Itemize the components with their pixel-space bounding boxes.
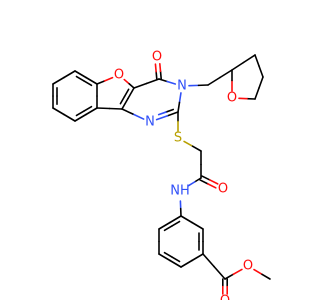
bond-20-maina (258, 76, 264, 89)
bond-17-maina (207, 76, 221, 86)
bond-31-innerb (171, 256, 181, 263)
bond-29-innerb (163, 225, 173, 232)
bond-12-mainb (166, 80, 177, 85)
bond-14-maina (166, 111, 179, 117)
bond-18-mainb (242, 54, 256, 64)
bond-20-mainb (254, 87, 260, 100)
bond-38-maina (253, 268, 263, 276)
oxolane-oxygen-label: O (227, 91, 237, 106)
bond-7-mainb (128, 82, 135, 89)
bond-29-mainb (158, 221, 171, 230)
bond-15-maina (132, 113, 145, 120)
bond-13-mainb (177, 101, 181, 113)
ring-nitrogen-n1-label: N (145, 115, 155, 130)
ester-carbonyl-oxygen-label: O (220, 294, 230, 300)
bond-26-lb (207, 183, 217, 189)
bond-34-mainb (180, 215, 193, 224)
bond-1-mainb (63, 113, 76, 122)
bond-26-la (199, 179, 209, 185)
bond-37-mainb (232, 268, 243, 276)
bond-8-innera (123, 88, 130, 98)
bond-9-maina (108, 107, 123, 110)
bond-2-innera (75, 110, 85, 117)
bond-26-ra (201, 175, 211, 181)
ester-ether-oxygen-label: O (243, 259, 253, 274)
bond-9-mainb (96, 107, 111, 110)
bond-38-mainb (261, 273, 271, 280)
bond-11-la (159, 70, 162, 80)
bond-4-innerb (75, 75, 85, 82)
bond-27-maina (193, 177, 202, 183)
bond-31-mainb (169, 259, 182, 268)
atom-label-layer: OONNOSONHOO (114, 50, 253, 300)
bond-34-maina (191, 221, 204, 230)
bond-11-ra (155, 70, 158, 80)
bond-26-rb (209, 179, 219, 185)
bond-32-mainb (191, 253, 204, 262)
bond-24-mainb (191, 145, 202, 152)
bond-19-maina (254, 54, 260, 67)
bond-19-mainb (258, 65, 264, 78)
chemical-structure-diagram: OONNOSONHOO (52, 50, 271, 300)
bond-13-maina (178, 92, 182, 104)
bond-11-lb (159, 62, 162, 73)
bond-8-innerb (119, 95, 126, 105)
bond-12-maina (158, 78, 168, 83)
bond-4-mainb (74, 70, 87, 79)
bond-4-innera (83, 80, 93, 87)
bond-5-mainb (52, 76, 65, 85)
bond-1-maina (52, 107, 65, 116)
bond-29-innera (171, 220, 181, 227)
bond-6-maina (96, 80, 106, 85)
bond-24-maina (183, 140, 194, 148)
amide-oxygen-label: O (218, 182, 228, 197)
bond-15-mainb (121, 108, 134, 115)
bond-31-innera (163, 251, 173, 258)
bond-14-innerb (157, 111, 167, 116)
bond-14-innera (165, 108, 175, 113)
sulfur-label: S (174, 131, 182, 146)
bond-layer (52, 54, 271, 295)
bond-35-mainb (213, 265, 226, 280)
bond-27-mainb (187, 181, 196, 187)
ring-nitrogen-n3-label: N (177, 79, 187, 94)
bond-4-maina (85, 76, 98, 85)
bond-5-maina (63, 70, 76, 79)
carbonyl-oxygen-label: O (152, 50, 162, 65)
bond-18-maina (231, 61, 245, 71)
bond-35-maina (202, 253, 215, 268)
bond-31-maina (158, 253, 171, 262)
bond-11-rb (154, 63, 157, 73)
amide-nh-label: NH (170, 184, 190, 199)
bond-10-maina (133, 82, 148, 89)
bond-37-maina (224, 273, 235, 280)
bond-8-maina (127, 87, 135, 100)
bond-32-maina (180, 259, 193, 268)
bond-17-mainb (219, 69, 233, 79)
bond-7-maina (123, 78, 130, 85)
bond-2-mainb (85, 107, 98, 116)
bond-2-maina (74, 113, 87, 122)
bond-8-mainb (121, 97, 129, 110)
bond-6-mainb (103, 76, 114, 82)
bond-2-innerb (83, 105, 93, 112)
bond-29-maina (169, 215, 182, 224)
furan-oxygen-label: O (114, 68, 124, 83)
bond-14-mainb (155, 115, 169, 121)
